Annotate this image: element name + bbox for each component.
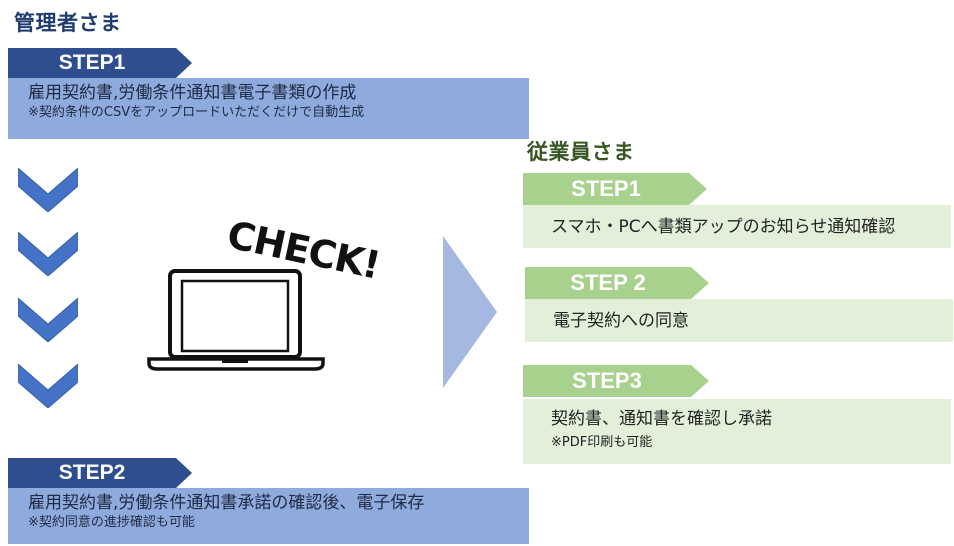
admin-step1-description: 雇用契約書,労働条件通知書電子書類の作成 bbox=[28, 83, 357, 103]
admin-step2-label: STEP2 bbox=[58, 461, 126, 484]
employee-step3-box: 契約書、通知書を確認し承諾 ※PDF印刷も可能 bbox=[523, 399, 951, 464]
chevron-down-icon bbox=[18, 364, 78, 408]
employee-step1-tab: STEP1 bbox=[523, 173, 707, 205]
admin-step1-tab: STEP1 bbox=[8, 48, 192, 78]
employee-step3-tab: STEP3 bbox=[523, 365, 709, 397]
admin-step2-tab: STEP2 bbox=[8, 458, 192, 488]
employee-step1-description: スマホ・PCへ書類アップのお知らせ通知確認 bbox=[551, 216, 896, 237]
employee-section-title: 従業員さま bbox=[527, 140, 635, 164]
employee-step3-description: 契約書、通知書を確認し承諾 bbox=[551, 409, 772, 429]
employee-step2-tab: STEP 2 bbox=[525, 267, 709, 299]
laptop-icon bbox=[147, 269, 325, 371]
admin-step1-note: ※契約条件のCSVをアップロードいただくだけで自動生成 bbox=[28, 105, 365, 120]
employee-step2-box: 電子契約への同意 bbox=[525, 299, 953, 342]
employee-step1-label: STEP1 bbox=[571, 176, 641, 201]
admin-section-title: 管理者さま bbox=[14, 11, 122, 35]
chevron-down-icon bbox=[18, 298, 78, 342]
employee-step3-label: STEP3 bbox=[572, 368, 642, 393]
admin-step2-note: ※契約同意の進捗確認も可能 bbox=[28, 515, 195, 530]
chevron-down-icon bbox=[18, 232, 78, 276]
right-arrow-icon bbox=[443, 236, 497, 388]
admin-step1-box: 雇用契約書,労働条件通知書電子書類の作成 ※契約条件のCSVをアップロードいただ… bbox=[8, 78, 529, 139]
chevron-down-icon bbox=[18, 168, 78, 212]
admin-step2-description: 雇用契約書,労働条件通知書承諾の確認後、電子保存 bbox=[28, 493, 425, 513]
employee-step1-box: スマホ・PCへ書類アップのお知らせ通知確認 bbox=[523, 205, 951, 248]
employee-step3-note: ※PDF印刷も可能 bbox=[551, 435, 653, 450]
admin-step1-label: STEP1 bbox=[58, 51, 126, 74]
admin-step2-box: 雇用契約書,労働条件通知書承諾の確認後、電子保存 ※契約同意の進捗確認も可能 bbox=[8, 488, 529, 544]
employee-step2-label: STEP 2 bbox=[570, 270, 646, 295]
employee-step2-description: 電子契約への同意 bbox=[553, 310, 689, 331]
